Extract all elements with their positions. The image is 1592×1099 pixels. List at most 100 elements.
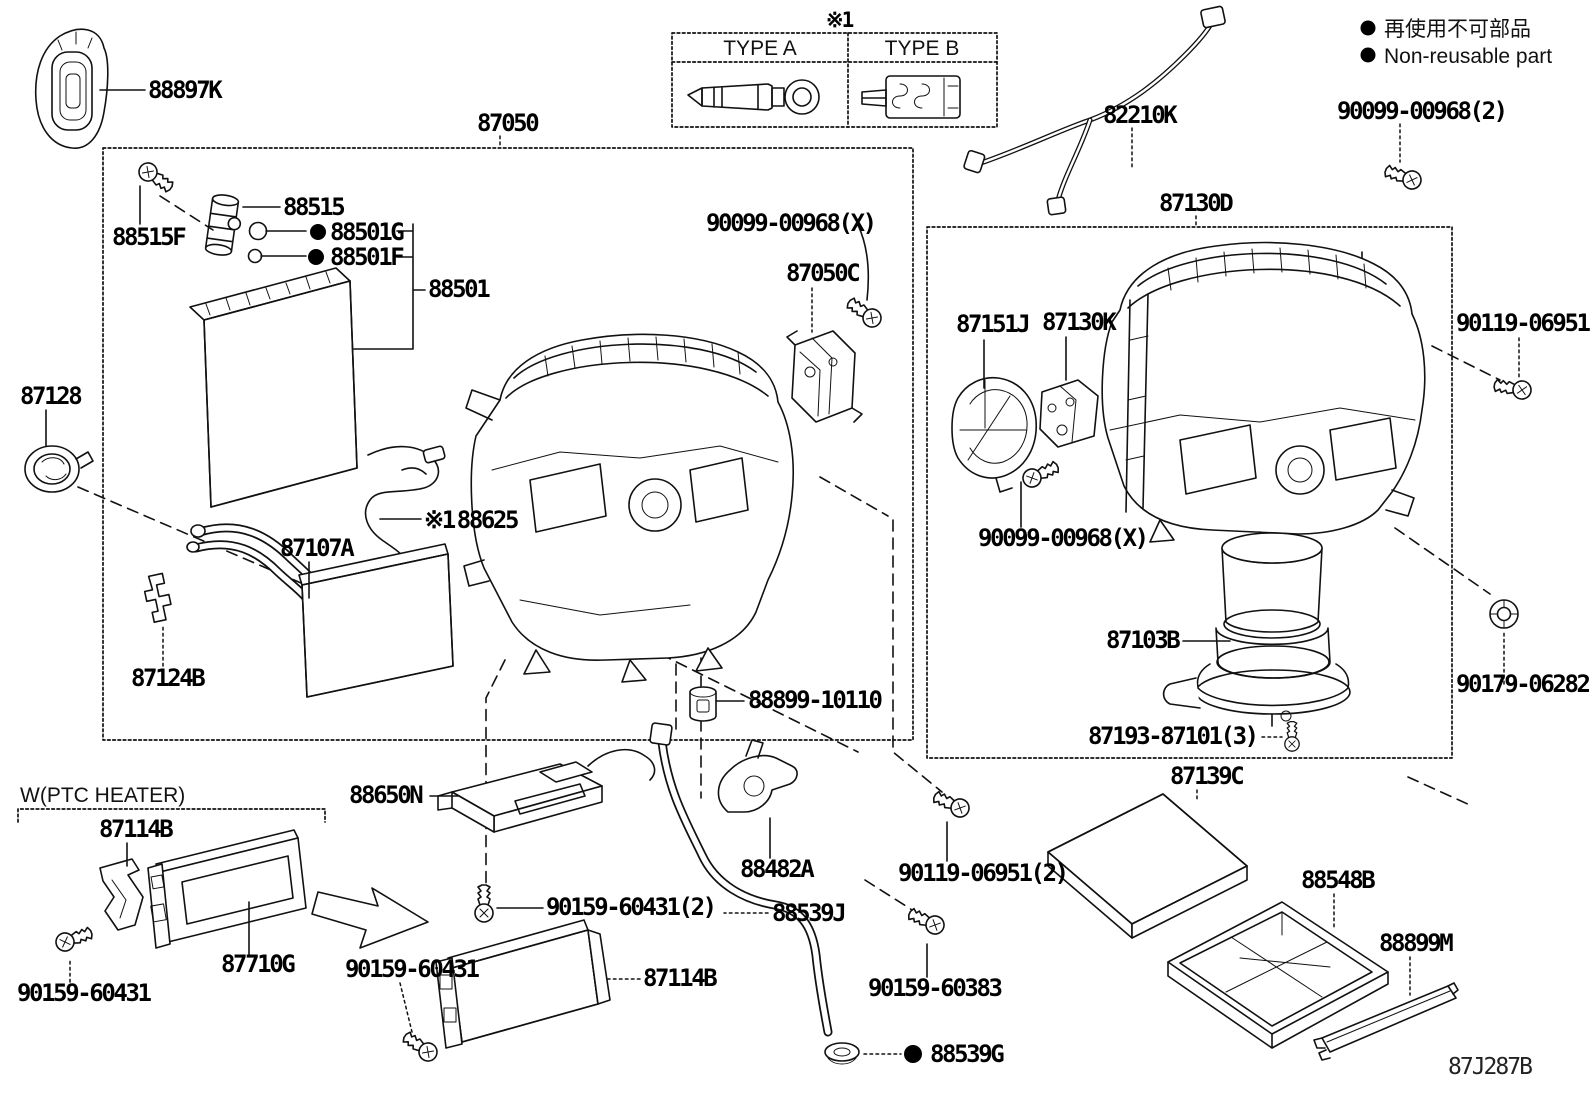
part-label-90159-60431-2: 90159-60431(2)	[546, 893, 715, 921]
non-reusable-dot-icon	[1360, 20, 1376, 36]
screw-icon	[1284, 720, 1300, 752]
heater-core-drawing	[186, 523, 454, 698]
pipe-clamp-drawing	[143, 572, 172, 623]
grommet-88539g-drawing	[824, 1042, 860, 1065]
filter-case-drawing	[1167, 901, 1389, 1049]
blower-motor-drawing	[1162, 532, 1351, 727]
part-label-87107a: 87107A	[280, 534, 355, 562]
table-col-type-a: TYPE A	[723, 37, 797, 60]
joint-88899-10110-drawing	[689, 686, 717, 722]
drain-hose-drawing	[649, 722, 833, 1037]
part-label-87151j: 87151J	[956, 310, 1028, 338]
part-label-88482a: 88482A	[740, 855, 815, 883]
note-ref: ※1	[424, 506, 456, 534]
cabin-filter-drawing	[1047, 793, 1248, 939]
part-label-87193-87101: 87193-87101(3)	[1088, 722, 1257, 750]
connector-type-table	[671, 32, 998, 128]
part-label-88501: 88501	[428, 275, 490, 303]
oring-88501g-drawing	[248, 221, 268, 241]
non-reusable-dot-icon	[308, 249, 324, 265]
part-label-90099-00968-2: 90099-00968(2)	[1337, 97, 1506, 125]
part-label-87103b: 87103B	[1106, 626, 1180, 654]
part-label-90159-60383: 90159-60383	[868, 974, 1001, 1002]
part-label-88501g: 88501G	[330, 218, 404, 246]
part-label-87130k: 87130K	[1042, 308, 1117, 336]
part-label-88539g: 88539G	[930, 1040, 1004, 1068]
part-label-90159-60431-c: 90159-60431	[345, 955, 479, 983]
non-reusable-dot-icon	[904, 1045, 922, 1063]
ptc-bracket-line	[17, 808, 326, 823]
legend-en: Non-reusable part	[1384, 45, 1552, 68]
part-label-90119-06951-2: 90119-06951(2)	[898, 859, 1067, 887]
direction-arrow	[311, 887, 429, 949]
part-label-90099-00968x-left: 90099-00968(X)	[706, 209, 875, 237]
part-label-88548b: 88548B	[1301, 866, 1375, 894]
non-reusable-dot-icon	[1360, 47, 1376, 63]
part-label-87139c: 87139C	[1170, 762, 1243, 790]
hvac-unit-main-drawing	[463, 333, 795, 683]
grommet-87128-drawing	[24, 445, 94, 493]
screw-icon	[843, 293, 886, 332]
screw-icon	[474, 884, 494, 923]
grommet-88897k-drawing	[34, 28, 109, 149]
part-label-87128: 87128	[20, 382, 81, 410]
table-col-type-b: TYPE B	[885, 37, 960, 60]
type-a-connector-drawing	[687, 79, 820, 115]
box-87050	[102, 147, 914, 741]
part-label-90159-60431-bl: 90159-60431	[17, 979, 151, 1007]
leader-lines	[17, 89, 1520, 1055]
grommet-90179-drawing	[1489, 599, 1519, 629]
part-label-82210k: 82210K	[1103, 101, 1178, 129]
assembly-boxes	[102, 147, 1453, 759]
part-label-87710g: 87710G	[221, 950, 295, 978]
expansion-valve-drawing	[204, 194, 242, 256]
part-label-90179-06282: 90179-06282	[1456, 670, 1589, 698]
filter-cover-drawing	[1313, 982, 1459, 1061]
part-label-88501f: 88501F	[330, 243, 404, 271]
amplifier-88650n-drawing	[437, 748, 656, 833]
figure-code: 87J287B	[1448, 1054, 1532, 1080]
legend: 再使用不可部品 Non-reusable part	[1360, 18, 1552, 68]
screw-icon	[905, 904, 948, 938]
shroud-87151j-drawing	[951, 376, 1037, 493]
screw-icon	[1492, 375, 1534, 402]
part-label-87050c: 87050C	[786, 259, 859, 287]
bracket-88482a-drawing	[717, 739, 798, 813]
type-b-connector-drawing	[861, 75, 961, 119]
evaporator-drawing	[189, 267, 358, 508]
part-label-87130d: 87130D	[1159, 189, 1233, 217]
ptc-bracket-87114b-drawing	[99, 858, 144, 931]
screw-icon	[930, 787, 973, 821]
part-label-88515: 88515	[283, 193, 344, 221]
part-label-88899m: 88899M	[1379, 929, 1453, 957]
part-label-87114b-center: 87114B	[643, 964, 717, 992]
screw-icon	[134, 158, 177, 197]
part-label-88650n: 88650N	[349, 781, 423, 809]
ptc-heater-87710g-drawing	[147, 829, 307, 949]
non-reusable-dot-icon	[310, 224, 326, 240]
screw-icon	[1019, 457, 1062, 491]
harness-82210k-drawing	[963, 5, 1226, 216]
part-label-90099-00968x-right: 90099-00968(X)	[978, 524, 1147, 552]
part-label-90119-06951: 90119-06951	[1456, 309, 1590, 337]
oring-88501f-drawing	[247, 248, 263, 264]
part-label-88539j: 88539J	[772, 899, 844, 927]
hvac-unit-right-drawing	[1101, 241, 1426, 553]
servo-87050c-drawing	[786, 330, 863, 423]
heater-87114b-drawing	[435, 919, 611, 1049]
note-ref: ※1	[826, 8, 854, 32]
part-label-88515f: 88515F	[112, 223, 186, 251]
ptc-heater-note: W(PTC HEATER)	[20, 784, 185, 807]
part-labels: 88897K 87050 88515F 88515 88501G 88501F …	[17, 76, 1592, 1068]
part-label-88897k: 88897K	[148, 76, 223, 104]
screw-icon	[52, 923, 96, 955]
part-label-87124b: 87124B	[131, 664, 205, 692]
part-label-87050: 87050	[477, 109, 539, 137]
screw-icon	[1381, 161, 1425, 193]
part-label-88899-10110: 88899-10110	[748, 686, 882, 714]
screw-icon	[399, 1027, 442, 1066]
legend-jp: 再使用不可部品	[1384, 18, 1531, 41]
